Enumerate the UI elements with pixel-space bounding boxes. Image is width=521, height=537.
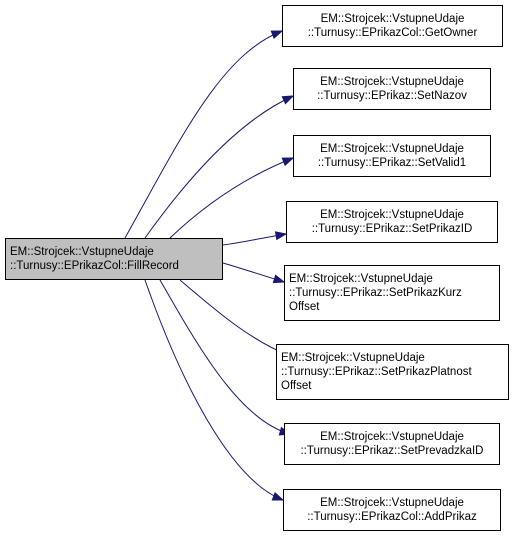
target-node-line-2: ::Turnusy::EPrikaz::SetPrikazID (311, 223, 473, 235)
source-node-line-1: EM::Strojcek::VstupneUdaje (10, 246, 154, 258)
source-node-line-2: ::Turnusy::EPrikazCol::FillRecord (10, 260, 179, 272)
call-edge-arrowhead-1 (270, 30, 284, 40)
call-edge-arrowhead-5 (272, 274, 286, 284)
call-edge-arrowhead-3 (281, 157, 295, 167)
target-node-line-1: EM::Strojcek::VstupneUdaje (320, 143, 464, 155)
call-edge-1 (124, 30, 283, 239)
target-node-line-2: ::Turnusy::EPrikaz::SetPrikazPlatnost (281, 366, 472, 378)
target-node-line-1: EM::Strojcek::VstupneUdaje (320, 13, 465, 25)
target-node-getowner[interactable]: EM::Strojcek::VstupneUdaje ::Turnusy::EP… (282, 5, 503, 47)
target-node-line-2: ::Turnusy::EPrikaz::SetPrevadzkaID (300, 445, 484, 457)
call-edge-arrowhead-4 (274, 231, 288, 241)
target-node-addprikaz[interactable]: EM::Strojcek::VstupneUdaje ::Turnusy::EP… (283, 489, 501, 531)
target-node-line-2: ::Turnusy::EPrikaz::SetPrikazKurz (289, 287, 462, 299)
target-node-line-2: ::Turnusy::EPrikazCol::GetOwner (307, 27, 478, 39)
target-node-line-1: EM::Strojcek::VstupneUdaje (320, 431, 464, 443)
target-node-setprikazid[interactable]: EM::Strojcek::VstupneUdaje ::Turnusy::EP… (286, 201, 498, 243)
call-edge-2 (144, 95, 294, 239)
target-node-line-1: EM::Strojcek::VstupneUdaje (320, 209, 464, 221)
target-node-line-1: EM::Strojcek::VstupneUdaje (289, 273, 433, 285)
target-node-setvalid1[interactable]: EM::Strojcek::VstupneUdaje ::Turnusy::EP… (293, 135, 491, 177)
source-node-fillrecord[interactable]: EM::Strojcek::VstupneUdaje ::Turnusy::EP… (5, 238, 223, 280)
target-node-setprikazkurzoffset[interactable]: EM::Strojcek::VstupneUdaje ::Turnusy::EP… (284, 265, 500, 321)
call-edge-arrowhead-8 (271, 492, 285, 501)
target-node-line-3: Offset (281, 380, 312, 392)
target-node-setprikazplatnostoffset[interactable]: EM::Strojcek::VstupneUdaje ::Turnusy::EP… (276, 344, 509, 400)
target-node-line-1: EM::Strojcek::VstupneUdaje (281, 352, 425, 364)
call-edge-6 (179, 279, 289, 356)
call-edge-3 (169, 157, 294, 239)
target-node-line-3: Offset (289, 301, 320, 313)
target-node-line-2: ::Turnusy::EPrikaz::SetValid1 (317, 157, 467, 169)
target-node-line-1: EM::Strojcek::VstupneUdaje (320, 76, 464, 88)
target-node-line-2: ::Turnusy::EPrikazCol::AddPrikaz (307, 511, 477, 523)
target-node-setnazov[interactable]: EM::Strojcek::VstupneUdaje ::Turnusy::EP… (293, 68, 491, 110)
target-node-line-2: ::Turnusy::EPrikaz::SetNazov (317, 90, 467, 102)
target-node-setprevadzkaid[interactable]: EM::Strojcek::VstupneUdaje ::Turnusy::EP… (284, 423, 500, 465)
call-edge-8 (144, 279, 284, 501)
target-node-line-1: EM::Strojcek::VstupneUdaje (320, 497, 464, 509)
call-edge-7 (159, 279, 291, 435)
call-edge-arrowhead-2 (281, 95, 295, 105)
